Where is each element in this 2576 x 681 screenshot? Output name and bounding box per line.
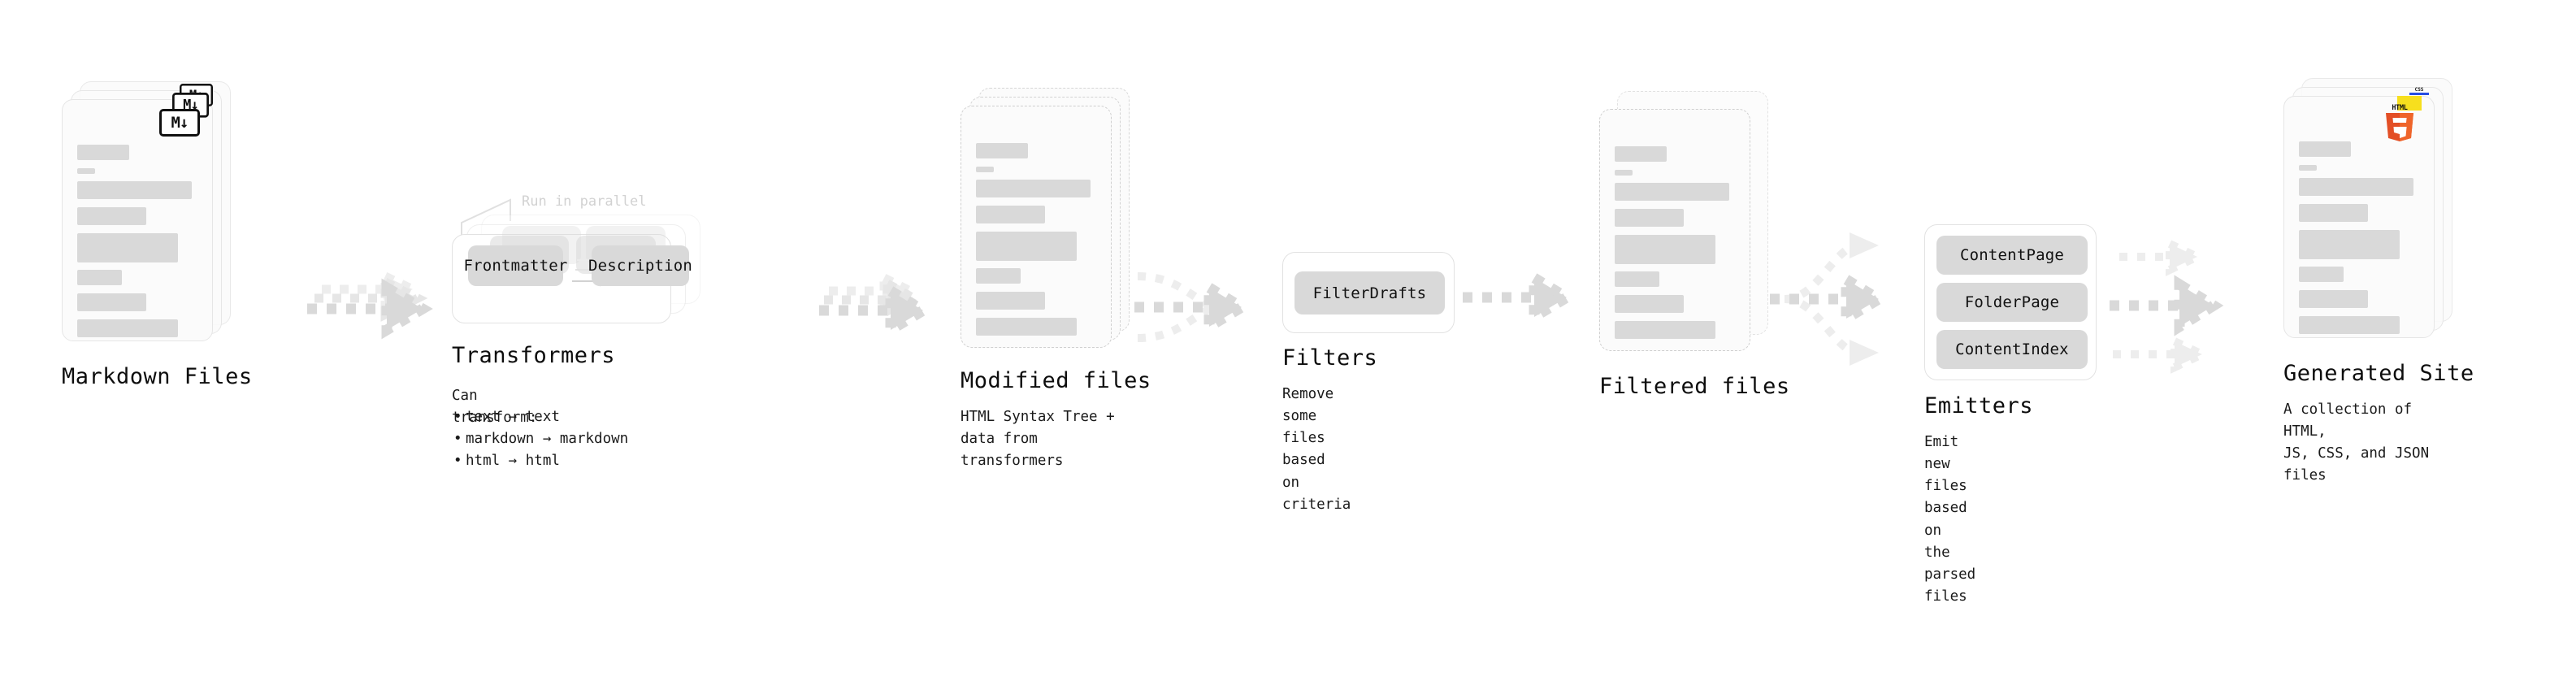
list-item: html → html bbox=[453, 450, 628, 472]
stage-subtitle: HTML Syntax Tree + data from transformer… bbox=[961, 409, 1115, 470]
markdown-file-stack: M↓ M↓ M↓ bbox=[62, 81, 231, 341]
arrow-filters-to-filtered bbox=[1463, 268, 1577, 327]
placeholder-bar bbox=[976, 292, 1045, 310]
placeholder-bar bbox=[1615, 235, 1715, 264]
placeholder-bar bbox=[2299, 316, 2400, 334]
placeholder-bar bbox=[77, 319, 178, 337]
placeholder-bar bbox=[1615, 321, 1715, 339]
stage-title: Generated Site bbox=[2283, 361, 2474, 386]
placeholder-bar bbox=[2299, 267, 2344, 282]
placeholder-bar bbox=[77, 181, 192, 199]
markdown-file-content: M↓ bbox=[62, 99, 213, 341]
svg-text:CSS: CSS bbox=[2415, 87, 2424, 93]
list-item: markdown → markdown bbox=[453, 428, 628, 450]
stage-title: Markdown Files bbox=[62, 364, 253, 389]
stage-title: Emitters bbox=[1924, 393, 2034, 419]
stage-markdown-files: M↓ M↓ M↓ Markdown Files bbox=[62, 81, 252, 389]
run-in-parallel-label: Run in parallel bbox=[522, 193, 647, 210]
stage-title: Filtered files bbox=[1599, 374, 1790, 399]
stage-filtered-files: Filtered files bbox=[1599, 91, 1789, 399]
stage-generated-site: CSS HTML bbox=[2283, 78, 2474, 484]
filter-chip-filterdrafts[interactable]: FilterDrafts bbox=[1295, 271, 1445, 314]
transform-capability-list: text → text markdown → markdown html → h… bbox=[452, 406, 628, 473]
stage-title: Modified files bbox=[961, 368, 1151, 393]
filtered-file-stack bbox=[1599, 91, 1768, 351]
stage-subtitle: Emit new files based on the parsed files bbox=[1924, 434, 1976, 605]
modified-file-stack bbox=[961, 88, 1130, 348]
js-logo bbox=[2397, 96, 2422, 111]
svg-text:HTML: HTML bbox=[2392, 104, 2407, 112]
arrow-filtered-to-emitters bbox=[1770, 232, 1889, 366]
css-logo: CSS bbox=[2409, 87, 2429, 95]
placeholder-bar bbox=[1615, 295, 1684, 313]
html5-logo: HTML bbox=[2386, 104, 2413, 141]
placeholder-bar bbox=[2299, 290, 2368, 308]
stage-title: Transformers bbox=[452, 343, 616, 368]
placeholder-bar bbox=[77, 145, 129, 160]
placeholder-bar bbox=[976, 180, 1091, 197]
arrow-modified-to-filters bbox=[1134, 272, 1252, 342]
generated-site-stack: CSS HTML bbox=[2283, 78, 2452, 338]
transformer-chip-frontmatter[interactable]: Frontmatter bbox=[463, 245, 567, 286]
generated-site-content: HTML bbox=[2283, 96, 2435, 338]
markdown-logo: M↓ bbox=[159, 109, 200, 137]
filtered-file-content bbox=[1599, 109, 1750, 351]
placeholder-bar bbox=[976, 232, 1077, 261]
emitter-chip-folderpage[interactable]: FolderPage bbox=[1936, 283, 2088, 322]
placeholder-bar bbox=[1615, 146, 1667, 162]
stage-title: Filters bbox=[1282, 345, 1378, 371]
stage-subtitle: A collection of HTML, JS, CSS, and JSON … bbox=[2283, 401, 2430, 484]
placeholder-bar bbox=[77, 233, 178, 262]
placeholder-bar bbox=[1615, 170, 1633, 176]
placeholder-bar bbox=[976, 206, 1045, 223]
placeholder-bar bbox=[1615, 183, 1729, 201]
placeholder-bar bbox=[77, 293, 146, 311]
placeholder-bar bbox=[976, 167, 994, 172]
arrow-emitters-to-site bbox=[2110, 237, 2224, 374]
placeholder-bar bbox=[2299, 165, 2317, 171]
emitter-chip-contentpage[interactable]: ContentPage bbox=[1936, 236, 2088, 275]
placeholder-bar bbox=[1615, 209, 1684, 227]
placeholder-bar bbox=[1615, 271, 1659, 287]
run-in-parallel-bracket bbox=[461, 198, 511, 244]
placeholder-bar bbox=[2299, 230, 2400, 259]
placeholder-bar bbox=[2299, 204, 2368, 222]
modified-file-content bbox=[961, 106, 1112, 348]
placeholder-bar bbox=[976, 268, 1021, 284]
transformer-chip-description[interactable]: Description bbox=[588, 245, 692, 286]
stage-modified-files: Modified files HTML Syntax Tree + data f… bbox=[961, 88, 1151, 469]
stage-subtitle: Remove some files based on criteria bbox=[1282, 386, 1351, 513]
arrow-transformers-to-modified bbox=[819, 271, 934, 340]
list-item: text → text bbox=[453, 406, 628, 428]
placeholder-bar bbox=[77, 207, 146, 225]
placeholder-bar bbox=[77, 270, 122, 285]
emitter-chip-contentindex[interactable]: ContentIndex bbox=[1936, 330, 2088, 369]
arrow-markdown-to-transformers bbox=[307, 269, 433, 340]
placeholder-bar bbox=[976, 318, 1077, 336]
placeholder-bar bbox=[2299, 141, 2351, 157]
placeholder-bar bbox=[2299, 178, 2413, 196]
placeholder-bar bbox=[976, 143, 1028, 158]
placeholder-bar bbox=[77, 168, 95, 174]
